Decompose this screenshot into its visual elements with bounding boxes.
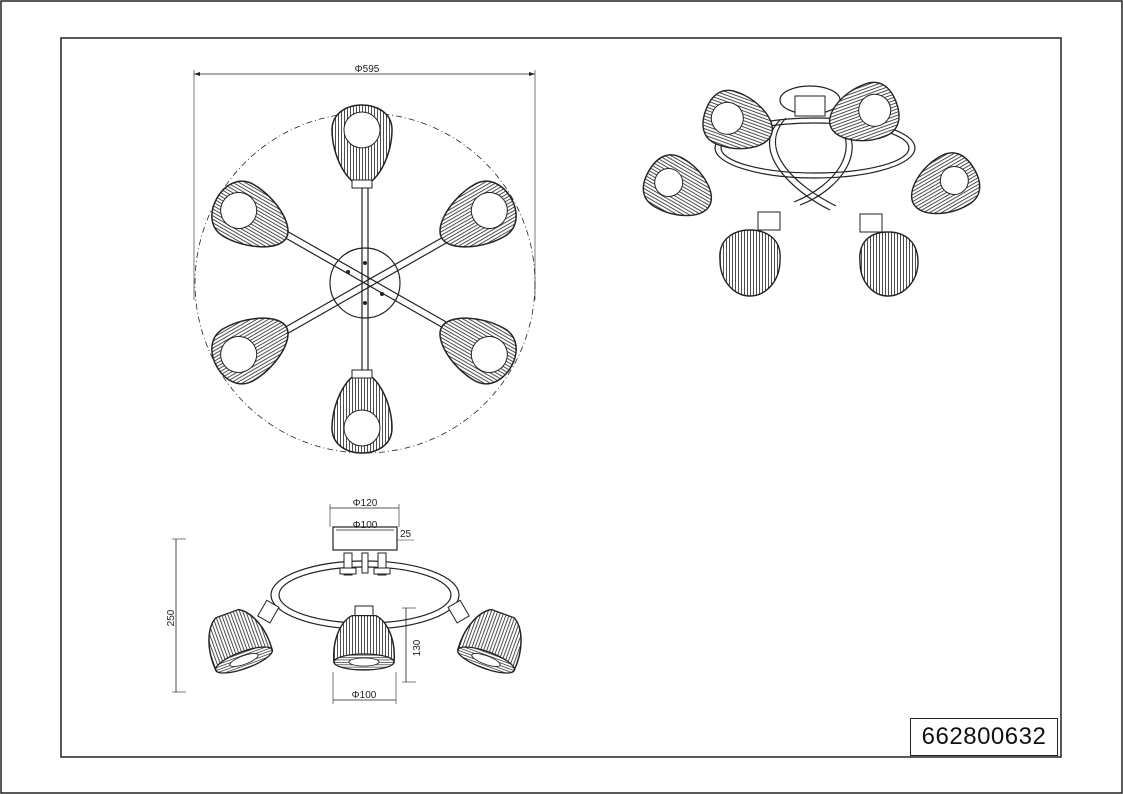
top-diameter-label: Φ595 xyxy=(355,64,380,75)
top-shade-3 xyxy=(439,317,517,385)
reach-circle xyxy=(194,112,536,454)
side-shade-center xyxy=(332,614,396,671)
top-shade-1 xyxy=(331,104,393,189)
canopy-height-label: 25 xyxy=(400,529,412,540)
persp-shade-6 xyxy=(859,213,919,297)
canopy-inner-label: Φ100 xyxy=(353,520,378,531)
inner-frame xyxy=(60,37,1062,758)
persp-shade-5 xyxy=(719,211,781,297)
side-canopy xyxy=(332,526,398,551)
perspective-view xyxy=(642,81,981,297)
top-canopy xyxy=(329,247,401,319)
top-view: Φ595 xyxy=(193,64,536,454)
top-shade-2 xyxy=(439,180,517,248)
persp-shade-2 xyxy=(828,81,900,142)
shade-height-label: 130 xyxy=(412,639,423,656)
persp-shade-4 xyxy=(910,152,981,215)
top-shade-4 xyxy=(331,369,393,454)
side-view: Φ120 Φ100 25 250 130 xyxy=(166,498,533,704)
top-shade-5 xyxy=(211,317,289,385)
top-shade-6 xyxy=(211,180,289,248)
persp-shade-1 xyxy=(702,89,774,150)
shade-diameter-label: Φ100 xyxy=(352,690,377,701)
canopy-outer-label: Φ120 xyxy=(353,498,378,509)
product-code: 662800632 xyxy=(910,718,1058,756)
total-height-label: 250 xyxy=(166,609,177,626)
persp-shade-3 xyxy=(642,154,713,217)
